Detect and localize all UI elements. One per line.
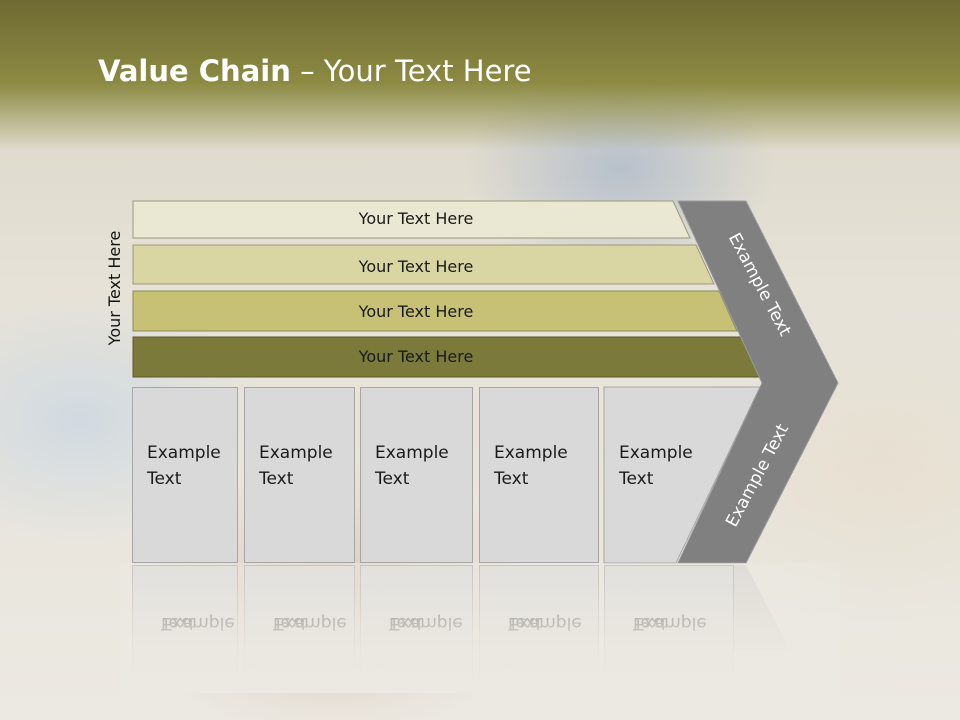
- bar-3: [132, 290, 738, 332]
- cell-1-line1: Example: [147, 443, 221, 463]
- bar-2: [132, 244, 715, 285]
- slide-title: Value Chain – Your Text Here: [98, 54, 532, 88]
- bar-1: [132, 200, 691, 239]
- title-band: [0, 0, 960, 150]
- cell-2-line1: Example: [259, 443, 333, 463]
- cell-4-line1: Example: [494, 443, 568, 463]
- bar-2-label: Your Text Here: [358, 257, 474, 276]
- cell-5-line1: Example: [619, 443, 693, 463]
- title-rest: – Your Text Here: [290, 54, 532, 88]
- cell-3-line2: Text: [375, 469, 410, 489]
- cell-5-line2: Text: [619, 469, 654, 489]
- bar-4-label: Your Text Here: [358, 347, 474, 366]
- title-bold: Value Chain: [98, 54, 291, 88]
- cell-3-line1: Example: [375, 443, 449, 463]
- bar-3-label: Your Text Here: [358, 302, 474, 321]
- cell-4-line2: Text: [494, 469, 529, 489]
- bar-1-label: Your Text Here: [358, 209, 474, 228]
- cell-2-line2: Text: [259, 469, 294, 489]
- cell-1-line2: Text: [147, 469, 182, 489]
- reflection-fade: [120, 563, 840, 693]
